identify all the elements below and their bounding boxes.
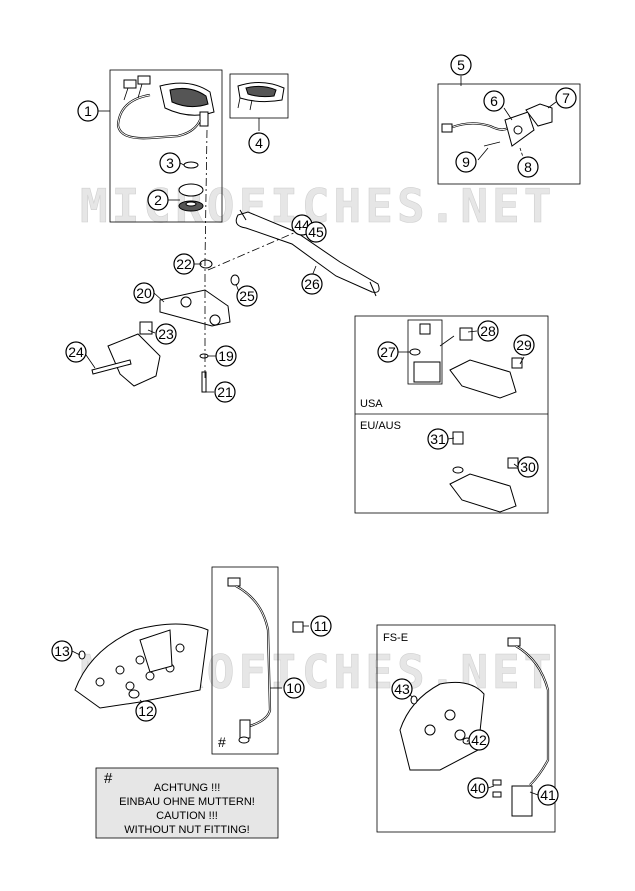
callout-12: 12: [135, 700, 157, 722]
brake-disc-part: [74, 623, 209, 709]
svg-text:45: 45: [308, 224, 324, 240]
callout-4: 4: [248, 132, 270, 154]
callout-45: 45: [305, 221, 327, 243]
region-eu-aus-label: EU/AUS: [360, 420, 401, 432]
callout-1: 1: [77, 100, 99, 122]
callout-8: 8: [517, 156, 539, 178]
axis-bracket: [207, 225, 311, 271]
callout-24: 24: [65, 341, 87, 363]
region-usa-label: USA: [360, 398, 383, 410]
svg-text:24: 24: [68, 344, 84, 360]
usa-clamp-part: [407, 319, 523, 399]
note-symbol: #: [104, 770, 113, 787]
callout-2: 2: [147, 189, 169, 211]
callout-23: 23: [155, 323, 177, 345]
svg-text:23: 23: [158, 326, 174, 342]
speedometer-frame: [109, 69, 223, 223]
svg-text:30: 30: [520, 459, 536, 475]
svg-text:27: 27: [380, 344, 396, 360]
svg-text:31: 31: [430, 431, 446, 447]
note-box: # ACHTUNG !!! EINBAU OHNE MUTTERN! CAUTI…: [95, 767, 279, 839]
svg-text:2: 2: [154, 192, 162, 208]
fs-e-frame: [376, 624, 556, 833]
svg-text:7: 7: [562, 90, 570, 106]
callout-22: 22: [173, 253, 195, 275]
region-fs-e-label: FS-E: [383, 632, 408, 644]
callout-11: 11: [310, 615, 332, 637]
svg-text:28: 28: [480, 323, 496, 339]
svg-text:20: 20: [136, 285, 152, 301]
svg-text:22: 22: [176, 256, 192, 272]
callout-28: 28: [477, 320, 499, 342]
svg-text:41: 41: [540, 787, 556, 803]
svg-text:10: 10: [286, 680, 302, 696]
callout-10: 10: [283, 677, 305, 699]
callout-6: 6: [483, 90, 505, 112]
variant-frame: [354, 315, 549, 514]
callout-3: 3: [159, 152, 181, 174]
cover-part: [237, 82, 285, 111]
callout-31: 31: [427, 428, 449, 450]
svg-text:11: 11: [314, 618, 329, 634]
callout-21: 21: [214, 381, 236, 403]
axis-speedometer: [204, 129, 208, 380]
svg-text:25: 25: [239, 288, 255, 304]
magnet-ring-part: [183, 161, 199, 169]
note-line-4: WITHOUT NUT FITTING!: [124, 824, 249, 836]
svg-text:42: 42: [471, 732, 487, 748]
callout-26: 26: [301, 273, 323, 295]
svg-text:9: 9: [462, 154, 470, 170]
triple-clamp-part: [159, 289, 231, 327]
callout-40: 40: [467, 777, 489, 799]
callout-30: 30: [517, 456, 539, 478]
handlebar-bracket-part: [235, 209, 380, 297]
note-line-2: EINBAU OHNE MUTTERN!: [119, 796, 255, 808]
callout-7: 7: [555, 87, 577, 109]
callout-19: 19: [215, 345, 237, 367]
sensor-cable-frame: [211, 566, 279, 755]
fs-e-sensor-part: [399, 637, 550, 817]
leader-lines: [71, 76, 557, 796]
note-line-1: ACHTUNG !!!: [154, 782, 221, 794]
callout-25: 25: [236, 285, 258, 307]
callout-9: 9: [455, 151, 477, 173]
callout-43: 43: [391, 678, 413, 700]
watermark-top: MICROFICHES.NET: [80, 179, 555, 233]
callout-29: 29: [513, 334, 535, 356]
cable-clip-part: [292, 621, 304, 633]
svg-text:8: 8: [524, 159, 532, 175]
callout-27: 27: [377, 341, 399, 363]
note-line-3: CAUTION !!!: [156, 810, 218, 822]
callout-42: 42: [468, 729, 490, 751]
svg-text:6: 6: [490, 93, 498, 109]
mount-ring-part: [178, 183, 204, 212]
svg-text:43: 43: [394, 681, 410, 697]
svg-text:29: 29: [516, 337, 532, 353]
svg-text:12: 12: [138, 703, 154, 719]
svg-text:3: 3: [166, 155, 174, 171]
holder-part: [107, 321, 161, 387]
eu-clamp-part: [449, 431, 519, 513]
sensor-cable-part: [227, 577, 272, 744]
hash-mark: #: [218, 734, 226, 750]
callout-5: 5: [450, 54, 472, 76]
svg-text:13: 13: [54, 643, 70, 659]
svg-text:26: 26: [304, 276, 320, 292]
switch-part: [441, 103, 553, 161]
svg-text:5: 5: [457, 57, 465, 73]
svg-text:1: 1: [84, 103, 92, 119]
callout-20: 20: [133, 282, 155, 304]
speedometer-part: [116, 75, 215, 140]
svg-text:21: 21: [217, 384, 233, 400]
svg-text:40: 40: [470, 780, 486, 796]
callout-13: 13: [51, 640, 73, 662]
callout-41: 41: [537, 784, 559, 806]
svg-text:19: 19: [218, 348, 234, 364]
switch-frame: [437, 83, 581, 185]
svg-text:4: 4: [255, 135, 263, 151]
